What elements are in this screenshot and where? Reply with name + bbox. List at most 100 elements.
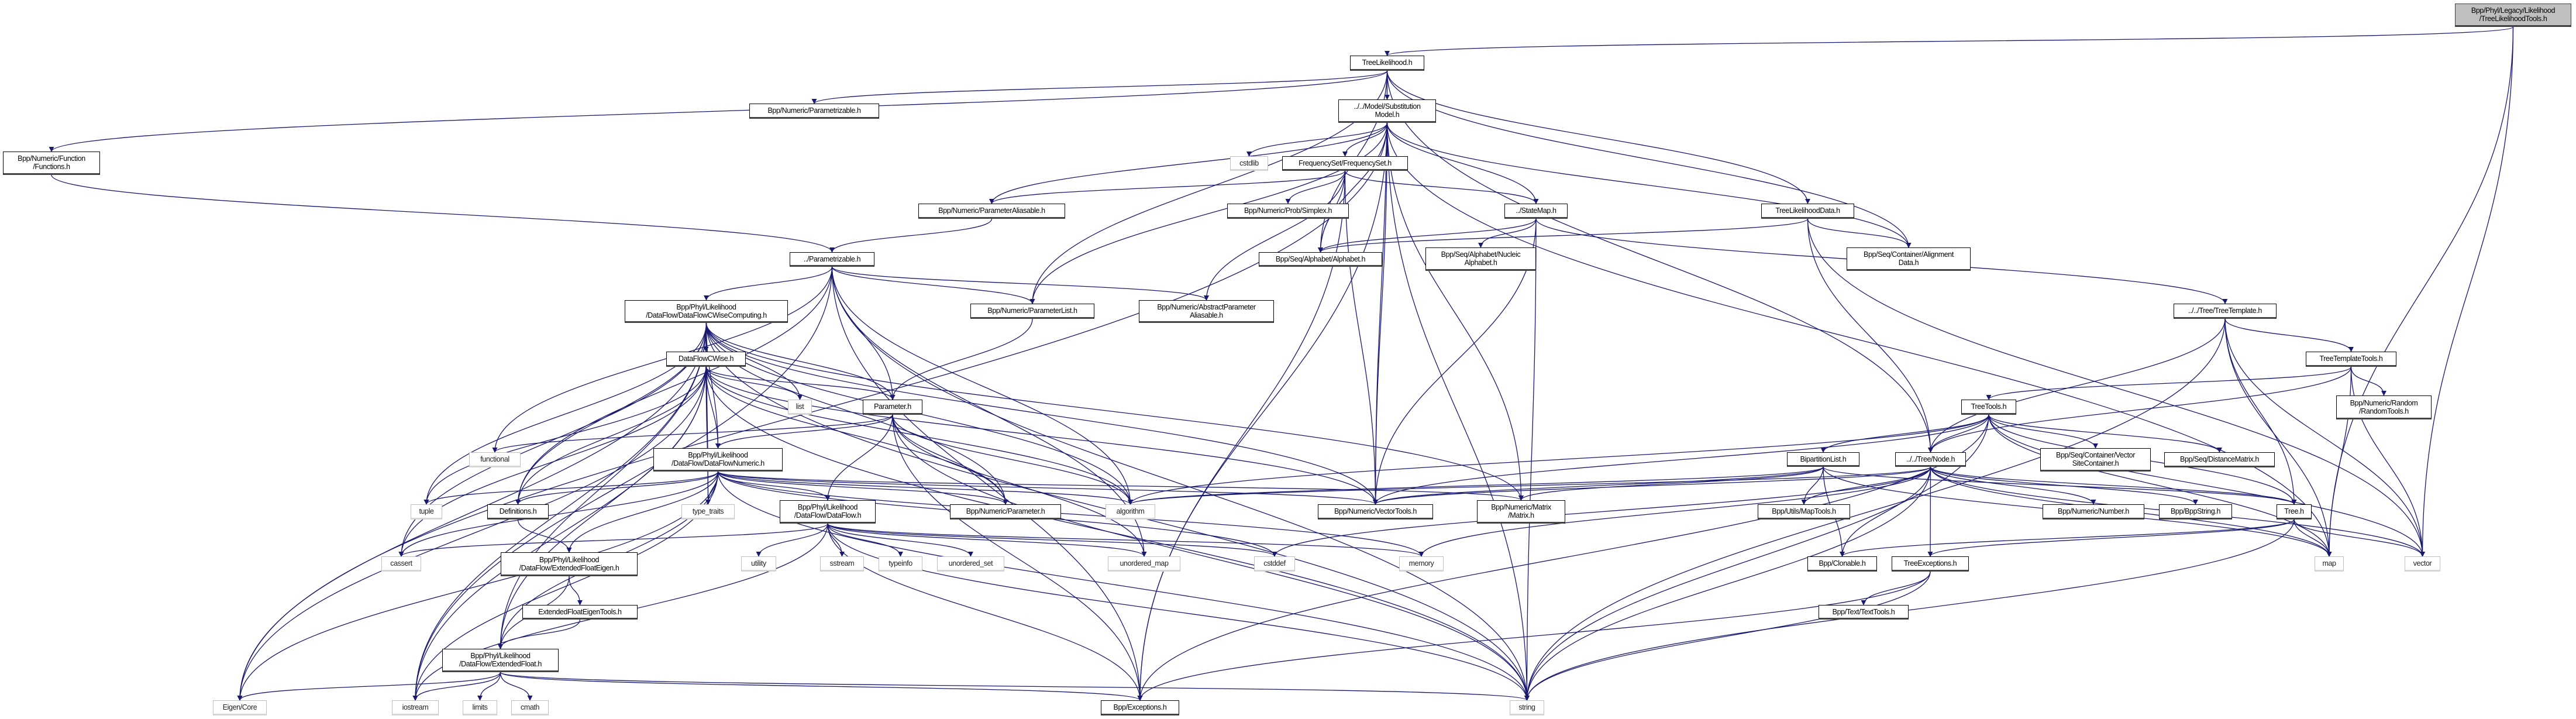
edge-tree-node-h-to-bpp-numeric-number-h bbox=[1930, 466, 2096, 505]
node-bpp-phyl-likelihood-dataflow-extendedfloat-h[interactable]: Bpp/Phyl/Likelihood /DataFlow/ExtendedFl… bbox=[442, 649, 559, 672]
edge-treetools-h-to-bipartitionlist-h bbox=[1820, 414, 1989, 453]
node-bpp-numeric-parametrizable-h[interactable]: Bpp/Numeric/Parametrizable.h bbox=[749, 104, 879, 119]
node-vector: vector bbox=[2405, 556, 2440, 572]
edge-treelikelihooddata-h-to-tree-node-h bbox=[1807, 218, 1934, 453]
node-bpp-seq-distancematrix-h[interactable]: Bpp/Seq/DistanceMatrix.h bbox=[2164, 452, 2275, 467]
node-bpp-seq-alphabet-alphabet-h[interactable]: Bpp/Seq/Alphabet/Alphabet.h bbox=[1259, 252, 1382, 267]
node-bpp-utils-maptools-h[interactable]: Bpp/Utils/MapTools.h bbox=[1758, 504, 1850, 520]
node-iostream: iostream bbox=[392, 700, 439, 715]
node-tree-treetemplate-h[interactable]: ../../Tree/TreeTemplate.h bbox=[2174, 304, 2277, 319]
edge-parametrizable-h-to-string bbox=[831, 266, 1530, 701]
edge-model-substitution-model-h-to-frequencyset-frequencyset-h bbox=[1342, 122, 1388, 157]
node-bpp-phyl-likelihood-dataflow-dataflow-h[interactable]: Bpp/Phyl/Likelihood /DataFlow/DataFlow.h bbox=[780, 500, 876, 524]
node-bpp-exceptions-h[interactable]: Bpp/Exceptions.h bbox=[1101, 700, 1179, 715]
edge-dataflowcwise-h-to-bpp-numeric-vectortools-h bbox=[705, 366, 1378, 505]
node-bpp-numeric-parameterlist-h[interactable]: Bpp/Numeric/ParameterList.h bbox=[970, 304, 1094, 319]
node-treeexceptions-h[interactable]: TreeExceptions.h bbox=[1892, 556, 1969, 572]
node-frequencyset-frequencyset-h[interactable]: FrequencySet/FrequencySet.h bbox=[1282, 156, 1408, 171]
node-treetemplatetools-h[interactable]: TreeTemplateTools.h bbox=[2306, 352, 2396, 367]
edge-model-substitution-model-h-to-string bbox=[1386, 122, 1530, 701]
edge-bpp-phyl-likelihood-dataflow-dataflownumeric-h-to-memory bbox=[717, 471, 1424, 557]
edge-bpp-phyl-likelihood-dataflow-extendedfloat-h-to-eigen-core bbox=[237, 672, 501, 701]
node-treelikelihooddata-h[interactable]: TreeLikelihoodData.h bbox=[1761, 204, 1854, 219]
edge-dataflowcwise-h-to-list bbox=[705, 366, 803, 400]
edge-dataflowcwise-h-to-bpp-phyl-likelihood-dataflow-extendedfloat-h bbox=[497, 366, 707, 649]
node-treetools-h[interactable]: TreeTools.h bbox=[1961, 400, 2016, 415]
node-statemap-h[interactable]: ../StateMap.h bbox=[1504, 204, 1568, 219]
edge-bpp-phyl-likelihood-dataflow-extendedfloat-h-to-bpp-exceptions-h bbox=[500, 672, 1143, 701]
edge-parametrizable-h-to-algorithm bbox=[831, 266, 1134, 505]
edge-tree-h-to-bpp-clonable-h bbox=[1840, 519, 2295, 557]
edge-bpp-phyl-likelihood-dataflow-dataflow-h-to-string bbox=[827, 523, 1530, 701]
node-dataflowcwise-h[interactable]: DataFlowCWise.h bbox=[666, 352, 746, 367]
edge-bpp-phyl-likelihood-dataflow-dataflow-h-to-unordered-map bbox=[827, 523, 1147, 557]
node-bpp-phyl-likelihood-dataflow-dataflowcwisecomputing-h[interactable]: Bpp/Phyl/Likelihood /DataFlow/DataFlowCW… bbox=[625, 300, 788, 323]
node-tree-h[interactable]: Tree.h bbox=[2277, 504, 2312, 520]
node-bpp-numeric-matrix-matrix-h[interactable]: Bpp/Numeric/Matrix /Matrix.h bbox=[1477, 500, 1565, 524]
edge-bpp-phyl-likelihood-dataflow-dataflowcwisecomputing-h-to-iostream bbox=[412, 322, 707, 701]
node-bpp-text-texttools-h[interactable]: Bpp/Text/TextTools.h bbox=[1819, 605, 1909, 620]
node-bpp-phyl-likelihood-dataflow-dataflownumeric-h[interactable]: Bpp/Phyl/Likelihood /DataFlow/DataFlowNu… bbox=[653, 448, 783, 472]
edge-bpp-phyl-likelihood-dataflow-dataflow-h-to-utility bbox=[756, 523, 828, 557]
node-bpp-phyl-likelihood-dataflow-extendedfloateigen-h[interactable]: Bpp/Phyl/Likelihood /DataFlow/ExtendedFl… bbox=[501, 552, 638, 576]
edge-model-substitution-model-h-to-bpp-seq-container-alignment-data-h bbox=[1386, 122, 1912, 248]
edge-treelikelihood-h-to-treelikelihooddata-h bbox=[1386, 70, 1810, 204]
node-string: string bbox=[1510, 700, 1544, 715]
edge-model-substitution-model-h-to-map bbox=[1386, 122, 2332, 557]
edge-treelikelihood-h-to-tree-node-h bbox=[1386, 70, 1934, 453]
node-parameter-h[interactable]: Parameter.h bbox=[863, 400, 922, 415]
node-bpp-numeric-parameter-h[interactable]: Bpp/Numeric/Parameter.h bbox=[950, 504, 1061, 520]
edge-bpp-phyl-likelihood-dataflow-extendedfloat-h-to-limits bbox=[477, 672, 501, 701]
node-bpp-clonable-h[interactable]: Bpp/Clonable.h bbox=[1807, 556, 1877, 572]
node-type-traits: type_traits bbox=[681, 504, 735, 520]
edge-parametrizable-h-to-definitions-h bbox=[515, 266, 833, 505]
node-bpp-numeric-random-randomtools-h[interactable]: Bpp/Numeric/Random /RandomTools.h bbox=[2336, 395, 2432, 419]
edge-treeexceptions-h-to-bpp-text-texttools-h bbox=[1861, 571, 1931, 606]
edge-treetemplatetools-h-to-treetools-h bbox=[1986, 366, 2352, 400]
node-bpp-numeric-prob-simplex-h[interactable]: Bpp/Numeric/Prob/Simplex.h bbox=[1227, 204, 1349, 219]
node-bpp-numeric-function-functions-h[interactable]: Bpp/Numeric/Function /Functions.h bbox=[3, 152, 100, 175]
node-bipartitionlist-h[interactable]: BipartitionList.h bbox=[1787, 452, 1859, 467]
edge-bpp-phyl-likelihood-dataflow-dataflowcwisecomputing-h-to-list bbox=[705, 322, 803, 400]
edge-bpp-phyl-likelihood-dataflow-dataflownumeric-h-to-tuple bbox=[423, 471, 719, 505]
edge-bpp-phyl-likelihood-dataflow-dataflownumeric-h-to-bpp-numeric-matrix-matrix-h bbox=[717, 471, 1524, 501]
edge-bpp-phyl-likelihood-dataflow-dataflow-h-to-bpp-exceptions-h bbox=[827, 523, 1143, 701]
node-limits: limits bbox=[463, 700, 497, 715]
node-bpp-numeric-abstractparameter-aliasable-h[interactable]: Bpp/Numeric/AbstractParameter Aliasable.… bbox=[1139, 300, 1274, 323]
node-bpp-numeric-parameteraliasable-h[interactable]: Bpp/Numeric/ParameterAliasable.h bbox=[918, 204, 1065, 219]
edge-model-substitution-model-h-to-bpp-numeric-parameteraliasable-h bbox=[989, 122, 1388, 204]
edge-bpp-phyl-likelihood-dataflow-dataflow-h-to-memory bbox=[827, 523, 1424, 557]
edge-frequencyset-frequencyset-h-to-bpp-numeric-parameteraliasable-h bbox=[989, 170, 1346, 204]
edge-parametrizable-h-to-bpp-numeric-abstractparameter-aliasable-h bbox=[831, 266, 1209, 301]
node-tree-node-h[interactable]: ../../Tree/Node.h bbox=[1895, 452, 1966, 467]
node-bpp-seq-container-vector-sitecontainer-h[interactable]: Bpp/Seq/Container/Vector SiteContainer.h bbox=[2040, 448, 2151, 472]
edge-bpp-phyl-likelihood-dataflow-dataflowcwisecomputing-h-to-bpp-numeric-matrix-matrix-h bbox=[705, 322, 1524, 501]
edge-model-substitution-model-h-to-statemap-h bbox=[1386, 122, 1539, 204]
edge-bpp-phyl-likelihood-dataflow-dataflownumeric-h-to-bpp-numeric-parameter-h bbox=[717, 471, 1008, 505]
edge-parameter-h-to-bpp-phyl-likelihood-dataflow-dataflownumeric-h bbox=[715, 414, 893, 449]
edge-bpp-phyl-likelihood-dataflow-dataflownumeric-h-to-bpp-phyl-likelihood-dataflow-extendedfloateigen-h bbox=[566, 471, 719, 553]
node-treelikelihood-h[interactable]: TreeLikelihood.h bbox=[1350, 56, 1424, 71]
edge-model-substitution-model-h-to-bpp-numeric-vectortools-h bbox=[1372, 122, 1388, 505]
node-sstream: sstream bbox=[820, 556, 864, 572]
node-bpp-numeric-number-h[interactable]: Bpp/Numeric/Number.h bbox=[2043, 504, 2144, 520]
edge-tree-treetemplate-h-to-treetemplatetools-h bbox=[2224, 318, 2354, 352]
node-extendedfloateigentools-h[interactable]: ExtendedFloatEigenTools.h bbox=[522, 605, 638, 620]
node-cassert: cassert bbox=[381, 556, 421, 572]
node-utility: utility bbox=[741, 556, 776, 572]
node-parametrizable-h[interactable]: ../Parametrizable.h bbox=[790, 252, 874, 267]
node-unordered-map: unordered_map bbox=[1108, 556, 1180, 572]
node-model-substitution-model-h[interactable]: ../../Model/Substitution Model.h bbox=[1338, 99, 1436, 123]
node-bpp-seq-alphabet-nucleic-alphabet-h[interactable]: Bpp/Seq/Alphabet/Nucleic Alphabet.h bbox=[1425, 247, 1536, 271]
edge-treelikelihood-h-to-bpp-numeric-function-functions-h bbox=[49, 70, 1388, 152]
node-bpp-seq-container-alignment-data-h[interactable]: Bpp/Seq/Container/Alignment Data.h bbox=[1847, 247, 1971, 271]
node-bpp-bppstring-h[interactable]: Bpp/BppString.h bbox=[2159, 504, 2232, 520]
edge-tree-node-h-to-algorithm bbox=[1128, 466, 1931, 505]
node-bpp-phyl-legacy-likelihood-treelikelihoodtools-h[interactable]: Bpp/Phyl/Legacy/Likelihood /TreeLikeliho… bbox=[2455, 4, 2571, 27]
edge-tree-h-to-vector bbox=[2293, 519, 2425, 557]
edge-frequencyset-frequencyset-h-to-bpp-numeric-abstractparameter-aliasable-h bbox=[1203, 170, 1346, 301]
node-definitions-h[interactable]: Definitions.h bbox=[487, 504, 549, 520]
edge-bpp-phyl-likelihood-dataflow-extendedfloat-h-to-cmath bbox=[500, 672, 533, 701]
node-bpp-numeric-vectortools-h[interactable]: Bpp/Numeric/VectorTools.h bbox=[1318, 504, 1433, 520]
edge-bpp-phyl-legacy-likelihood-treelikelihoodtools-h-to-treelikelihood-h bbox=[1385, 26, 2514, 56]
